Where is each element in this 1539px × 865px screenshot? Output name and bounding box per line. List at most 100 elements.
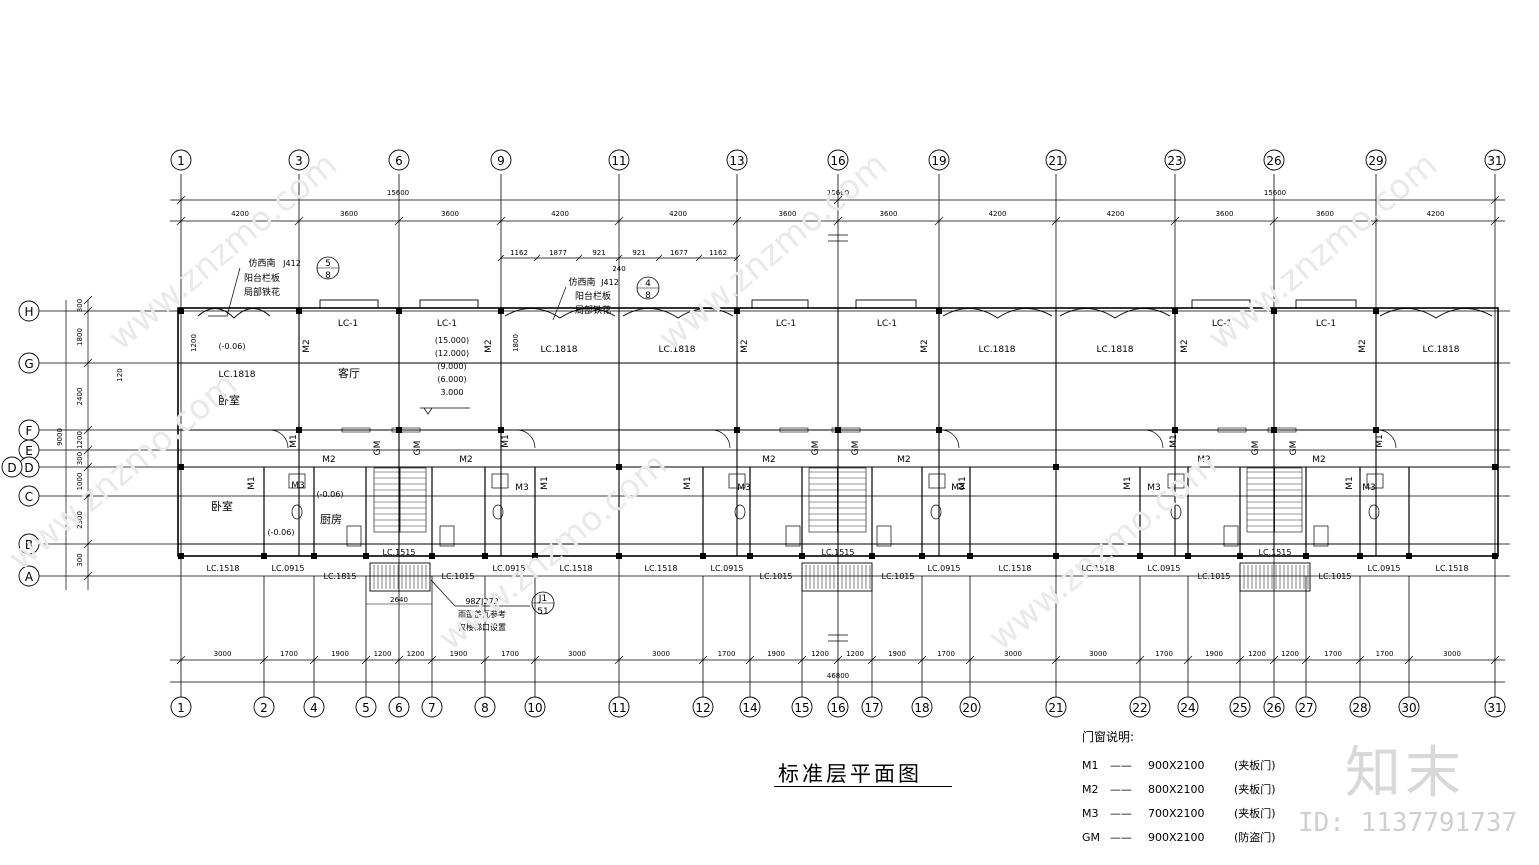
axis-bubble-label: 11 <box>611 154 626 168</box>
axis-bubble <box>388 149 410 171</box>
dim-tick <box>533 254 541 262</box>
dim-tick <box>309 655 319 665</box>
note-label: 局部铁花 <box>575 304 611 316</box>
axis-bubble <box>911 696 933 718</box>
leader-line <box>208 267 241 317</box>
column <box>919 553 925 559</box>
door-leaf <box>391 427 421 433</box>
dim-tick <box>83 445 93 455</box>
dim-tick <box>833 655 843 665</box>
fixture-stove <box>346 525 362 547</box>
axis-bubble-label: 13 <box>729 154 744 168</box>
door-label: M1 <box>247 476 257 490</box>
axis-bubble <box>18 533 40 555</box>
column <box>311 553 317 559</box>
note-label: 仿西南 <box>248 257 275 269</box>
balcony-dim-label: 1162 <box>709 249 727 257</box>
axis-bubble <box>739 696 761 718</box>
window-label: LC.1015 <box>760 572 793 581</box>
window-label: LC-1 <box>776 319 796 329</box>
axis-bubble-label: 26 <box>1266 701 1281 715</box>
axis-bubble <box>1484 696 1506 718</box>
axis-bubble <box>18 352 40 374</box>
axis-bubble <box>928 149 950 171</box>
legend-size: 700X2100 <box>1148 806 1205 820</box>
dim-tick <box>695 254 703 262</box>
balcony-railing <box>197 308 271 319</box>
column <box>482 553 488 559</box>
axis-bubble <box>692 696 714 718</box>
dim-label: 1700 <box>1324 650 1342 658</box>
axis-bubble <box>490 149 512 171</box>
balcony-dim-label: 1162 <box>510 249 528 257</box>
axis-bubble-label: 6 <box>395 701 403 715</box>
dim-tick <box>83 571 93 581</box>
axis-bubble <box>608 149 630 171</box>
axis-bubble <box>861 696 883 718</box>
watermark-text: www.znzmo.com <box>101 145 345 359</box>
axis-bubble <box>253 696 275 718</box>
dim-tick <box>1301 655 1311 665</box>
column <box>1271 427 1277 433</box>
column <box>1492 553 1498 559</box>
legend-code: M2 <box>1082 782 1099 796</box>
dim-tick <box>176 655 186 665</box>
axis-bubble-label: 19 <box>931 154 946 168</box>
door-label: M2 <box>459 455 473 465</box>
window-label: LC-1 <box>338 319 358 329</box>
dim-tick <box>1269 655 1279 665</box>
column <box>396 427 402 433</box>
legend-dash: —— <box>1110 782 1132 796</box>
dim-tick <box>83 358 93 368</box>
axis-bubble <box>524 696 546 718</box>
column <box>747 553 753 559</box>
dim-tick <box>496 216 506 226</box>
fixture-basin <box>291 504 303 520</box>
axis-bubble-label: 21 <box>1048 154 1063 168</box>
fixture-stove <box>1223 525 1239 547</box>
bay-window <box>419 299 479 309</box>
axis-bubble-label: 4 <box>310 701 318 715</box>
door-label: M1 <box>289 434 299 448</box>
dim-label: 1200 <box>1281 650 1299 658</box>
detail-label: 8 <box>325 271 331 281</box>
door-label: M1 <box>683 476 693 490</box>
window-label: LC.1518 <box>1082 564 1115 573</box>
dim-label: 3000 <box>1004 650 1022 658</box>
door-label: M3 <box>737 483 751 493</box>
column <box>869 553 875 559</box>
axis-bubble-label: A <box>25 570 34 584</box>
column <box>261 553 267 559</box>
legend-code: GM <box>1082 830 1101 844</box>
level-label: (-0.06) <box>317 490 344 499</box>
balcony-railing <box>622 308 734 319</box>
column <box>1172 427 1178 433</box>
dim-label: 1900 <box>331 650 349 658</box>
dim-tick <box>1135 655 1145 665</box>
column <box>700 553 706 559</box>
window-label: LC.0915 <box>272 564 305 573</box>
window-label: LC-1 <box>1316 319 1336 329</box>
dim-label: 1200 <box>1248 650 1266 658</box>
axis-bubble <box>726 149 748 171</box>
dim-label: 2640 <box>390 596 408 604</box>
axis-bubble <box>1484 149 1506 171</box>
axis-bubble <box>1349 696 1371 718</box>
axis-bubble <box>1 456 23 478</box>
axis-bubble-label: 9 <box>497 154 505 168</box>
column <box>498 427 504 433</box>
door-window-legend: 门窗说明: M1 —— 900X2100 (夹板门) M2 —— 800X210… <box>1082 728 1276 849</box>
balcony-dim-label: 921 <box>632 249 645 257</box>
door-label: M2 <box>1358 339 1368 353</box>
dim-total-label: 15600 <box>1264 189 1286 197</box>
elevation-label: (15.000) <box>435 336 469 345</box>
axis-bubble-label: 31 <box>1487 154 1502 168</box>
column <box>1053 464 1059 470</box>
axis-bubble-label: 14 <box>742 701 757 715</box>
dim-tick <box>917 655 927 665</box>
dim-tick <box>733 254 741 262</box>
axis-bubble-label: D <box>7 461 16 475</box>
dim-tick <box>83 491 93 501</box>
dim-label: 4200 <box>1107 210 1125 218</box>
